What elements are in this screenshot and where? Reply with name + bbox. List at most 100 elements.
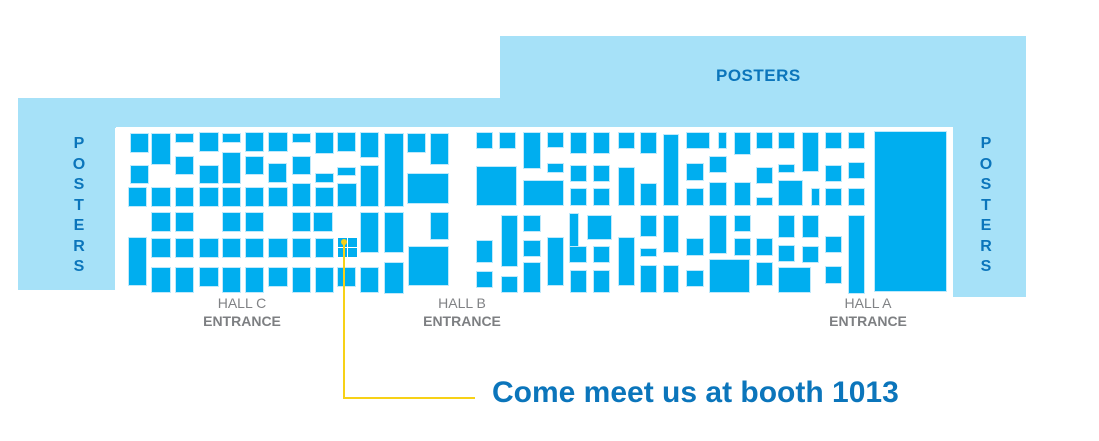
booth[interactable]: [641, 266, 656, 292]
booth[interactable]: [200, 268, 218, 286]
booth[interactable]: [246, 188, 263, 206]
booth[interactable]: [826, 189, 841, 205]
booth[interactable]: [361, 133, 378, 157]
booth[interactable]: [152, 239, 170, 257]
booth[interactable]: [223, 213, 240, 231]
booth[interactable]: [477, 133, 492, 148]
booth[interactable]: [524, 133, 540, 168]
booth[interactable]: [849, 216, 864, 293]
booth[interactable]: [200, 166, 218, 183]
booth[interactable]: [477, 272, 492, 287]
booth[interactable]: [687, 164, 703, 180]
booth[interactable]: [735, 133, 750, 154]
booth[interactable]: [619, 133, 634, 148]
booth[interactable]: [719, 133, 726, 148]
booth[interactable]: [338, 268, 355, 286]
booth[interactable]: [176, 157, 193, 174]
booth[interactable]: [246, 239, 263, 257]
booth[interactable]: [200, 133, 218, 151]
booth[interactable]: [803, 216, 818, 237]
booth[interactable]: [571, 271, 586, 292]
booth[interactable]: [152, 134, 170, 164]
booth[interactable]: [176, 134, 193, 142]
booth[interactable]: [735, 239, 750, 255]
booth[interactable]: [619, 168, 634, 205]
booth[interactable]: [641, 184, 656, 205]
booth[interactable]: [129, 238, 146, 285]
booth[interactable]: [571, 189, 586, 205]
booth[interactable]: [849, 133, 864, 148]
booth[interactable]: [316, 239, 333, 257]
booth[interactable]: [431, 134, 448, 164]
booth[interactable]: [361, 268, 378, 292]
booth[interactable]: [779, 165, 794, 172]
booth[interactable]: [641, 216, 656, 236]
booth[interactable]: [588, 216, 611, 239]
booth[interactable]: [594, 166, 609, 181]
booth[interactable]: [502, 277, 517, 292]
booth[interactable]: [223, 188, 240, 206]
booth[interactable]: [664, 266, 678, 292]
booth[interactable]: [293, 268, 310, 292]
booth[interactable]: [223, 134, 240, 142]
booth[interactable]: [524, 241, 540, 256]
booth[interactable]: [293, 134, 310, 142]
booth[interactable]: [361, 166, 378, 206]
booth[interactable]: [152, 268, 170, 292]
booth[interactable]: [826, 133, 841, 148]
booth[interactable]: [710, 216, 726, 253]
booth[interactable]: [316, 188, 333, 206]
booth[interactable]: [223, 153, 240, 183]
booth[interactable]: [152, 213, 170, 231]
booth[interactable]: [152, 188, 170, 206]
booth[interactable]: [735, 216, 750, 231]
booth[interactable]: [826, 166, 841, 181]
booth[interactable]: [826, 267, 841, 283]
booth[interactable]: [548, 164, 563, 172]
booth[interactable]: [757, 133, 772, 148]
booth[interactable]: [594, 247, 609, 262]
booth[interactable]: [131, 134, 148, 152]
booth[interactable]: [269, 164, 286, 182]
booth[interactable]: [524, 263, 540, 292]
booth[interactable]: [594, 133, 609, 153]
booth[interactable]: [826, 237, 841, 252]
booth[interactable]: [293, 157, 310, 174]
booth[interactable]: [176, 239, 193, 257]
booth[interactable]: [385, 134, 403, 206]
booth[interactable]: [176, 188, 193, 206]
booth[interactable]: [246, 268, 263, 292]
booth[interactable]: [803, 133, 818, 171]
booth[interactable]: [849, 189, 864, 205]
booth[interactable]: [779, 181, 802, 205]
booth[interactable]: [641, 133, 656, 153]
booth[interactable]: [687, 271, 703, 286]
booth[interactable]: [757, 239, 772, 255]
booth[interactable]: [409, 247, 448, 285]
booth[interactable]: [641, 249, 656, 256]
booth[interactable]: [710, 157, 726, 172]
booth[interactable]: [246, 157, 263, 174]
booth[interactable]: [269, 133, 287, 151]
booth[interactable]: [687, 189, 703, 205]
booth[interactable]: [571, 133, 586, 153]
booth[interactable]: [269, 268, 287, 286]
booth[interactable]: [779, 216, 794, 237]
booth[interactable]: [571, 166, 586, 181]
booth[interactable]: [431, 213, 448, 239]
booth[interactable]: [849, 163, 864, 178]
booth[interactable]: [500, 133, 515, 148]
booth[interactable]: [548, 133, 563, 147]
booth[interactable]: [176, 213, 193, 231]
booth[interactable]: [757, 168, 772, 183]
booth[interactable]: [803, 247, 818, 262]
booth[interactable]: [524, 181, 563, 205]
booth[interactable]: [223, 268, 240, 292]
booth[interactable]: [246, 213, 263, 231]
booth[interactable]: [570, 214, 578, 247]
booth[interactable]: [316, 174, 333, 182]
booth[interactable]: [548, 238, 563, 285]
booth[interactable]: [385, 263, 403, 293]
booth[interactable]: [200, 188, 218, 206]
booth[interactable]: [779, 246, 794, 261]
